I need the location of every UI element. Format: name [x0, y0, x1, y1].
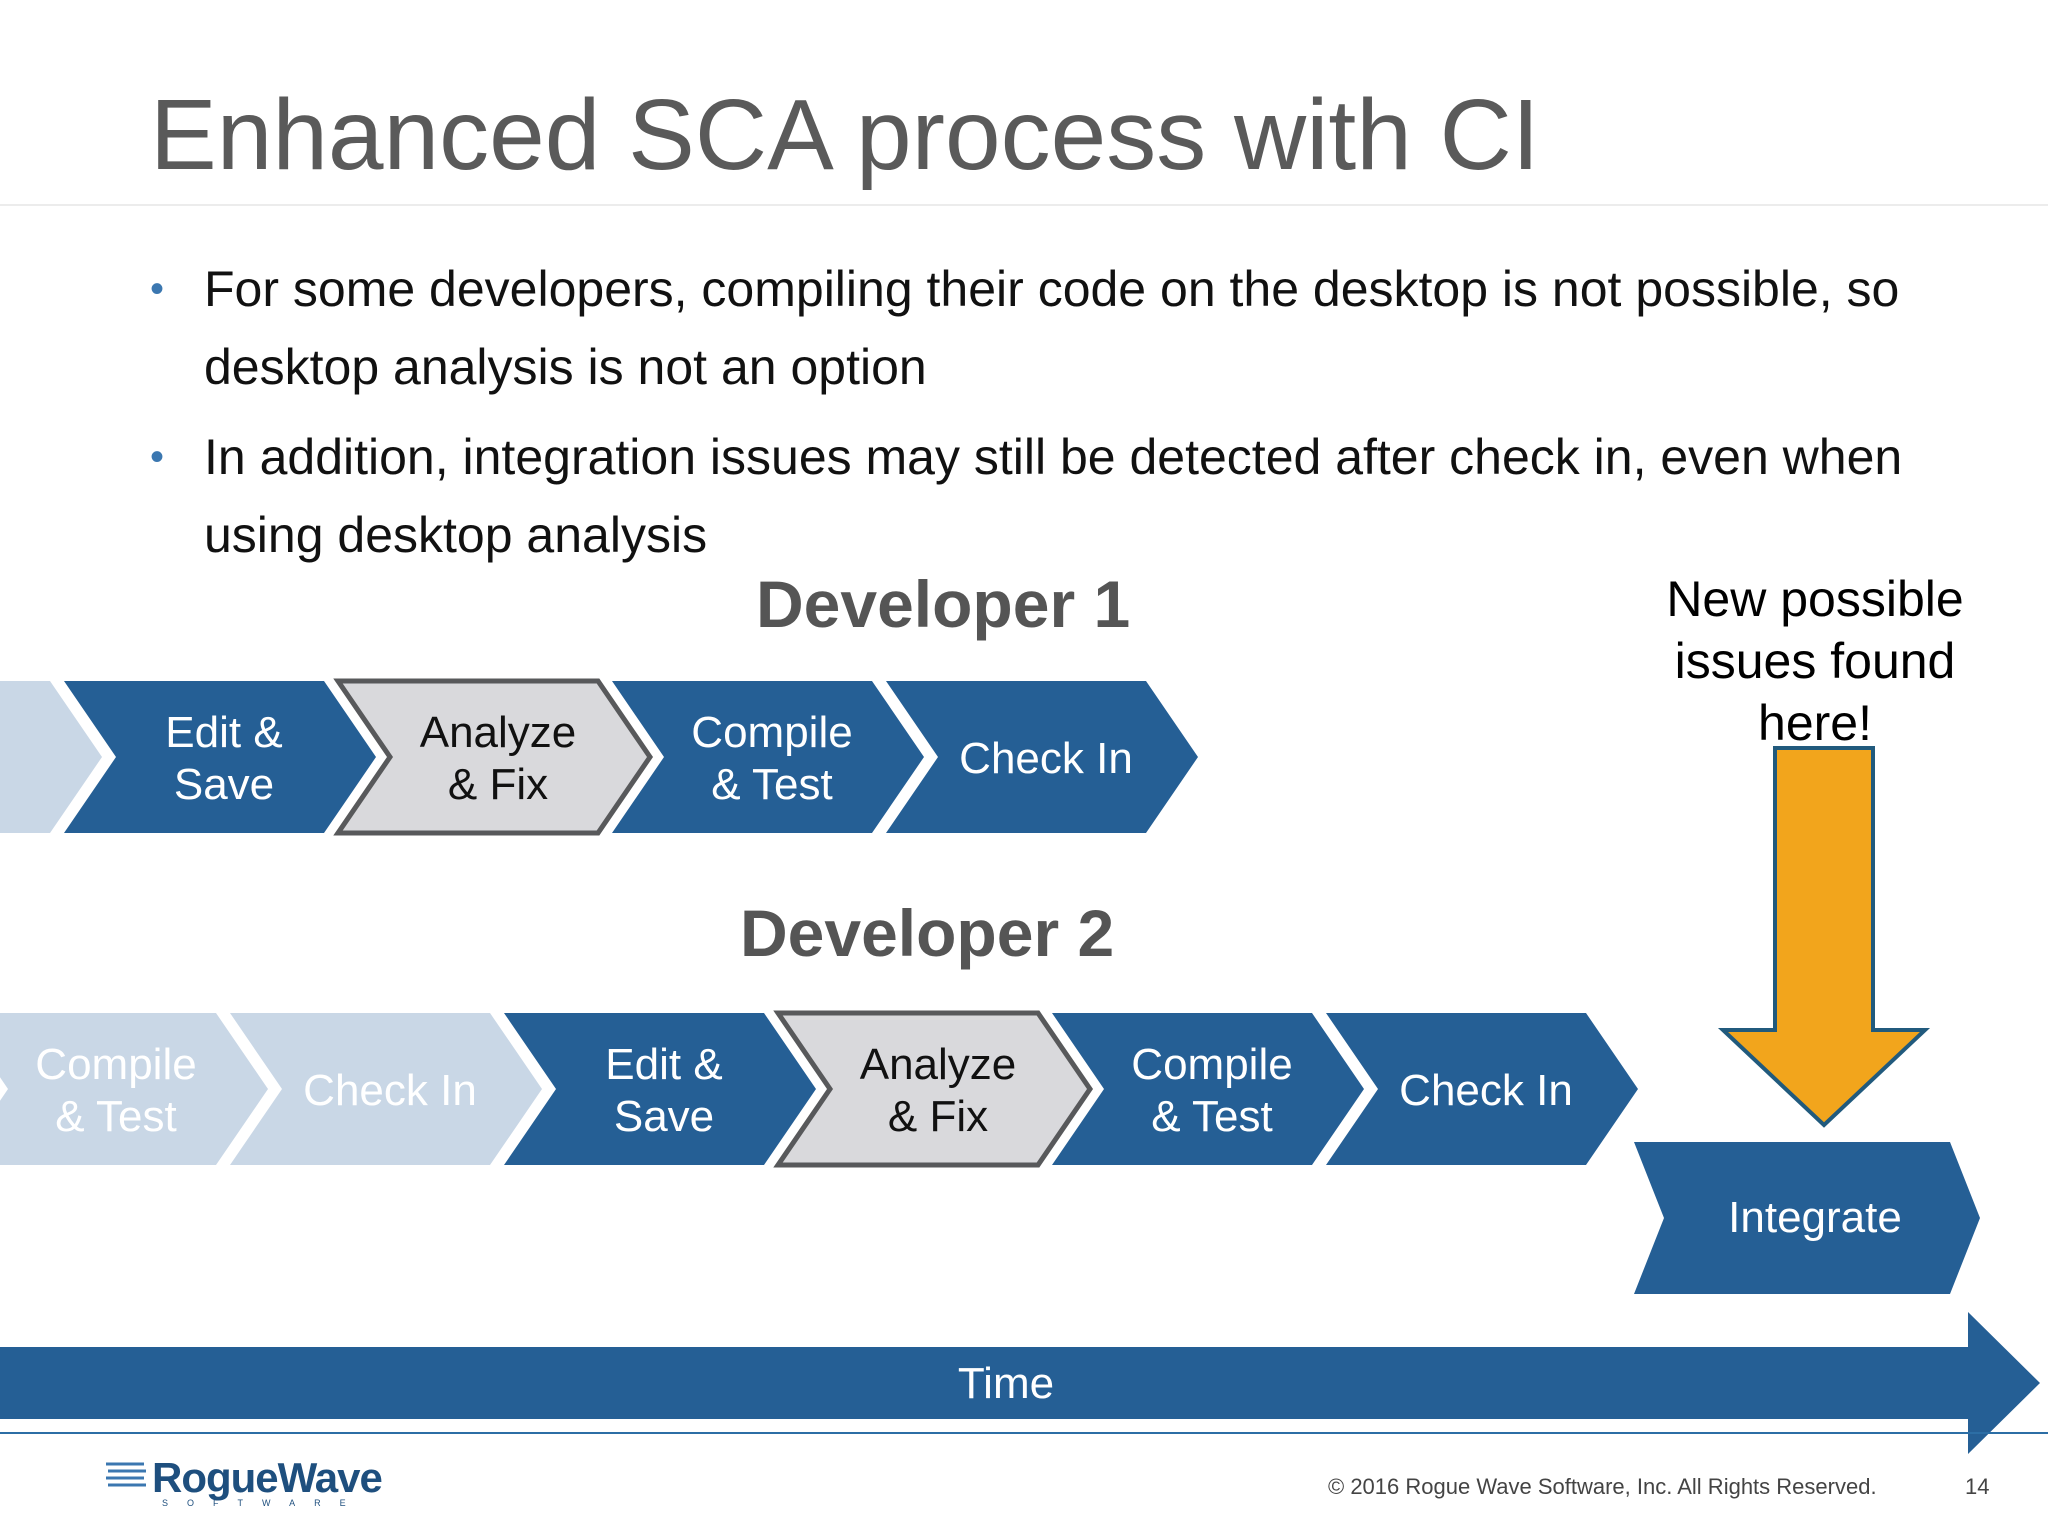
chevron-label: Edit &: [165, 708, 282, 757]
chevron-shape: [0, 1013, 268, 1165]
page-title: Enhanced SCA process with CI: [150, 79, 1540, 191]
copyright-notice: © 2016 Rogue Wave Software, Inc. All Rig…: [1328, 1474, 1877, 1499]
chevron-shape: [886, 681, 1198, 833]
process-step: Edit &Save: [64, 681, 376, 833]
callout-line: here!: [1758, 695, 1872, 751]
time-label: Time: [958, 1359, 1054, 1408]
chevron-shape: [612, 681, 924, 833]
time-axis-arrow: Time: [0, 1312, 2040, 1454]
logo-waves-icon: [106, 1462, 146, 1487]
chevron-shape: [1052, 1013, 1364, 1165]
chevron-shape: [773, 1010, 1094, 1168]
chevron-label: Compile: [1131, 1040, 1292, 1089]
chevron-shape: [333, 678, 654, 836]
chevron-label: Check In: [303, 1066, 477, 1115]
bullet-item: • In addition, integration issues may st…: [150, 418, 1950, 574]
chevron-shape: [1326, 1013, 1638, 1165]
process-step: Compile& Test: [1052, 1013, 1364, 1165]
developer1-label: Developer 1: [756, 567, 1131, 641]
page-number: 14: [1965, 1474, 1990, 1499]
callout-line: issues found: [1674, 633, 1956, 689]
chevron-label: Save: [614, 1092, 714, 1141]
chevron-label: & Test: [711, 760, 832, 809]
chevron-label: & Test: [1151, 1092, 1272, 1141]
chevron-label: Analyze: [420, 708, 577, 757]
developer2-label: Developer 2: [740, 896, 1115, 970]
bullet-text: For some developers, compiling their cod…: [204, 261, 1900, 395]
footer-divider: [0, 1432, 2048, 1434]
chevron-shape: [64, 681, 376, 833]
integrate-shape: [1634, 1142, 1980, 1294]
chevron-label: Check In: [1399, 1066, 1573, 1115]
chevron-label: Edit &: [605, 1040, 722, 1089]
chevron-label: & Fix: [448, 760, 548, 809]
chevron-shape: [504, 1013, 816, 1165]
process-step: Check In: [230, 1013, 542, 1165]
process-step: Compile& Test: [612, 681, 924, 833]
chevron-label: Compile: [35, 1040, 196, 1089]
bullet-list: • For some developers, compiling their c…: [150, 250, 1950, 586]
chevron-label: Analyze: [860, 1040, 1017, 1089]
callout-line: New possible: [1666, 571, 1964, 627]
process-step: Analyze& Fix: [773, 1010, 1094, 1168]
process-step: Compile& Test: [0, 1013, 268, 1165]
chevron-label: Compile: [691, 708, 852, 757]
process-step: Edit &Save: [504, 1013, 816, 1165]
chevron-label: Save: [174, 760, 274, 809]
chevron-label: & Test: [55, 1092, 176, 1141]
process-step: Check In: [1326, 1013, 1638, 1165]
bullet-icon: •: [150, 435, 165, 479]
bullet-text: In addition, integration issues may stil…: [204, 429, 1903, 563]
logo-subtitle: SOFTWARE: [162, 1498, 365, 1508]
down-arrow-icon: [1717, 746, 1931, 1128]
time-arrow-shape: [0, 1312, 2040, 1454]
title-divider: [0, 204, 2048, 206]
integrate-chevron: Integrate: [1634, 1142, 1980, 1294]
logo-wordmark: RogueWave: [152, 1454, 383, 1501]
chevron-shape: [230, 1013, 542, 1165]
integrate-label: Integrate: [1728, 1193, 1902, 1242]
chevron-label: Check In: [959, 734, 1133, 783]
process-step: In: [0, 681, 102, 833]
process-step: Check In: [886, 681, 1198, 833]
roguewave-logo: RogueWave SOFTWARE: [104, 1454, 383, 1508]
chevron-label: & Fix: [888, 1092, 988, 1141]
bullet-icon: •: [150, 267, 165, 311]
bullet-item: • For some developers, compiling their c…: [150, 250, 1950, 406]
process-step: Analyze& Fix: [333, 678, 654, 836]
chevron-shape: [0, 681, 102, 833]
issues-callout: New possible issues found here!: [1640, 568, 1990, 754]
